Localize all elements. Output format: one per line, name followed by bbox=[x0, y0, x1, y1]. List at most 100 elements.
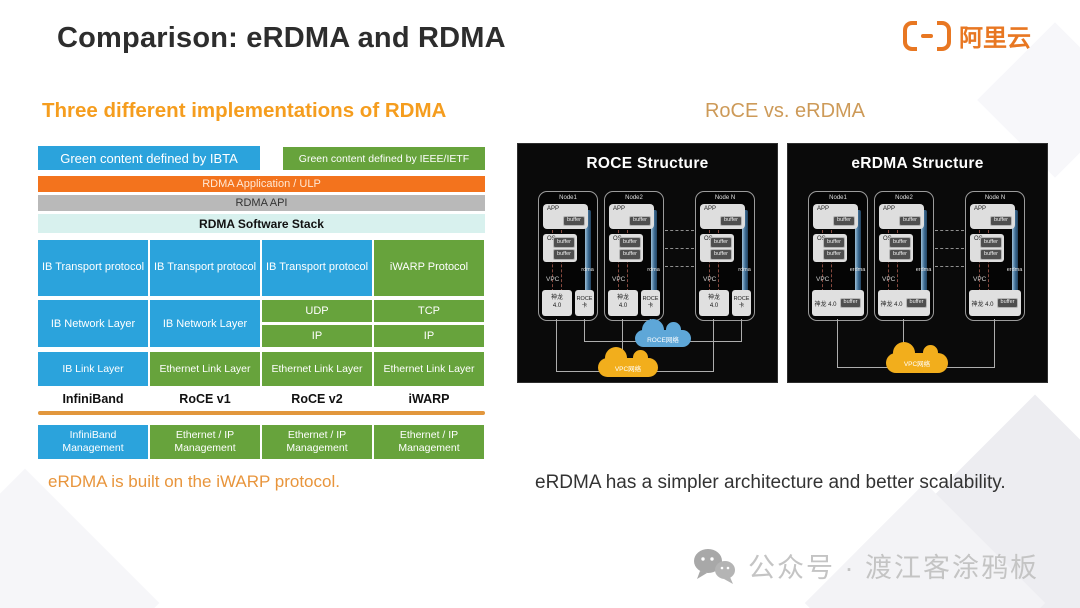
legend-ibta: Green content defined by IBTA bbox=[38, 146, 260, 170]
erdma-panel-title: eRDMA Structure bbox=[851, 155, 984, 172]
buffer-chip: buffer bbox=[889, 237, 911, 248]
vpc-label: VPC bbox=[973, 276, 987, 283]
app-box: APP buffer bbox=[813, 204, 858, 229]
node-gap-dashes bbox=[935, 230, 964, 231]
roce-nic: ROCE 卡 bbox=[575, 290, 594, 316]
app-box: APP buffer bbox=[609, 204, 654, 229]
node-gap-dashes bbox=[665, 230, 694, 231]
vpc-label: VPC bbox=[546, 276, 560, 283]
erdma-path-bar bbox=[855, 210, 861, 302]
erdma-bar-label: erdma bbox=[1006, 267, 1023, 273]
cell-iwarp-protocol: iWARP Protocol bbox=[374, 240, 484, 296]
cell-ib-transport: IB Transport protocol bbox=[262, 240, 372, 296]
right-caption: eRDMA has a simpler architecture and bet… bbox=[535, 472, 1006, 493]
app-box: APP buffer bbox=[879, 204, 924, 229]
buffer-chip: buffer bbox=[996, 297, 1019, 309]
watermark: 公众号 · 渡江客涂鸦板 bbox=[692, 546, 1039, 585]
cell-infiniband-management: InfiniBand Management bbox=[38, 425, 148, 459]
erdma-node-2: Node2 APP buffer OS buffer buffer VPC er… bbox=[874, 191, 934, 321]
erdma-bar-label: erdma bbox=[849, 267, 866, 273]
erdma-path-bar bbox=[921, 210, 927, 302]
roce-node-n: Node N APP buffer OS buffer buffer VPC r… bbox=[695, 191, 755, 321]
buffer-chip: buffer bbox=[619, 249, 641, 260]
rdma-path-bar bbox=[651, 210, 657, 302]
vpc-label: VPC bbox=[703, 276, 717, 283]
app-box: APP buffer bbox=[543, 204, 588, 229]
legend-ieee: Green content defined by IEEE/IETF bbox=[283, 147, 485, 170]
alibaba-cloud-icon bbox=[903, 20, 951, 51]
cell-ib-transport: IB Transport protocol bbox=[150, 240, 260, 296]
buffer-chip: buffer bbox=[990, 215, 1012, 226]
cell-ethernet-link: Ethernet Link Layer bbox=[374, 352, 484, 386]
buffer-chip: buffer bbox=[980, 249, 1002, 260]
right-section-heading: RoCE vs. eRDMA bbox=[704, 100, 866, 122]
buffer-chip: buffer bbox=[629, 215, 651, 226]
left-footnote: eRDMA is built on the iWARP protocol. bbox=[48, 472, 340, 491]
watermark-text: 公众号 · 渡江客涂鸦板 bbox=[748, 553, 1039, 583]
buffer-chip: buffer bbox=[899, 215, 921, 226]
cell-ib-network: IB Network Layer bbox=[150, 300, 260, 347]
shenlong-nic: 神龙 4.0 buffer bbox=[812, 290, 864, 316]
column-label-infiniband: InfiniBand bbox=[62, 392, 124, 406]
cell-ethernet-ip-management: Ethernet / IP Management bbox=[374, 425, 484, 459]
erdma-node-1: Node1 APP buffer OS buffer buffer VPC er… bbox=[808, 191, 868, 321]
alibaba-cloud-logo-text: 阿里云 bbox=[959, 25, 1031, 52]
rdma-bar-label: rdma bbox=[581, 267, 594, 273]
layer-rdma-application: RDMA Application / ULP bbox=[38, 176, 485, 192]
shenlong-nic: 神龙 4.0 bbox=[608, 290, 638, 316]
buffer-chip: buffer bbox=[553, 237, 575, 248]
cell-ethernet-link: Ethernet Link Layer bbox=[150, 352, 260, 386]
layer-rdma-software-stack: RDMA Software Stack bbox=[38, 214, 485, 233]
vpc-label: VPC bbox=[882, 276, 896, 283]
cell-ib-transport: IB Transport protocol bbox=[38, 240, 148, 296]
column-label-roce-v2: RoCE v2 bbox=[291, 392, 343, 406]
cell-ethernet-ip-management: Ethernet / IP Management bbox=[150, 425, 260, 459]
vpc-label: VPC bbox=[612, 276, 626, 283]
layer-rdma-api: RDMA API bbox=[38, 195, 485, 211]
rdma-path-bar bbox=[585, 210, 591, 302]
os-box: OS buffer buffer bbox=[609, 234, 643, 262]
buffer-chip: buffer bbox=[710, 249, 732, 260]
node-gap-dashes bbox=[935, 266, 964, 267]
alibaba-cloud-logo: 阿里云 bbox=[903, 18, 1031, 53]
erdma-structure-panel: eRDMA Structure Node1 APP buffer OS buff… bbox=[787, 143, 1048, 383]
cell-ip: IP bbox=[262, 325, 372, 347]
os-box: OS buffer buffer bbox=[970, 234, 1004, 262]
os-box: OS buffer buffer bbox=[813, 234, 847, 262]
column-label-iwarp: iWARP bbox=[408, 392, 450, 406]
erdma-node-n: Node N APP buffer OS buffer buffer VPC e… bbox=[965, 191, 1025, 321]
cell-ib-network: IB Network Layer bbox=[38, 300, 148, 347]
rdma-bar-label: rdma bbox=[738, 267, 751, 273]
buffer-chip: buffer bbox=[839, 297, 862, 309]
shenlong-nic: 神龙 4.0 bbox=[542, 290, 572, 316]
cell-ip: IP bbox=[374, 325, 484, 347]
buffer-chip: buffer bbox=[823, 237, 845, 248]
buffer-chip: buffer bbox=[720, 215, 742, 226]
shenlong-nic: 神龙 4.0 buffer bbox=[969, 290, 1021, 316]
rdma-path-bar bbox=[742, 210, 748, 302]
buffer-chip: buffer bbox=[710, 237, 732, 248]
shenlong-nic: 神龙 4.0 buffer bbox=[878, 290, 930, 316]
roce-node-2: Node2 APP buffer OS buffer buffer VPC rd… bbox=[604, 191, 664, 321]
roce-panel-title: ROCE Structure bbox=[586, 155, 709, 172]
roce-node-1: Node1 APP buffer OS buffer buffer VPC rd… bbox=[538, 191, 598, 321]
cell-ib-link: IB Link Layer bbox=[38, 352, 148, 386]
node-gap-dashes bbox=[665, 266, 694, 267]
node-gap-dashes bbox=[665, 248, 694, 249]
buffer-chip: buffer bbox=[823, 249, 845, 260]
left-section-heading: Three different implementations of RDMA bbox=[42, 99, 447, 122]
os-box: OS buffer buffer bbox=[543, 234, 577, 262]
buffer-chip: buffer bbox=[619, 237, 641, 248]
buffer-chip: buffer bbox=[905, 297, 928, 309]
cell-ethernet-link: Ethernet Link Layer bbox=[262, 352, 372, 386]
cell-ethernet-ip-management: Ethernet / IP Management bbox=[262, 425, 372, 459]
buffer-chip: buffer bbox=[553, 249, 575, 260]
cell-udp: UDP bbox=[262, 300, 372, 322]
orange-divider bbox=[38, 411, 485, 415]
app-box: APP buffer bbox=[970, 204, 1015, 229]
app-box: APP buffer bbox=[700, 204, 745, 229]
node-gap-dashes bbox=[935, 248, 964, 249]
buffer-chip: buffer bbox=[889, 249, 911, 260]
os-box: OS buffer buffer bbox=[700, 234, 734, 262]
